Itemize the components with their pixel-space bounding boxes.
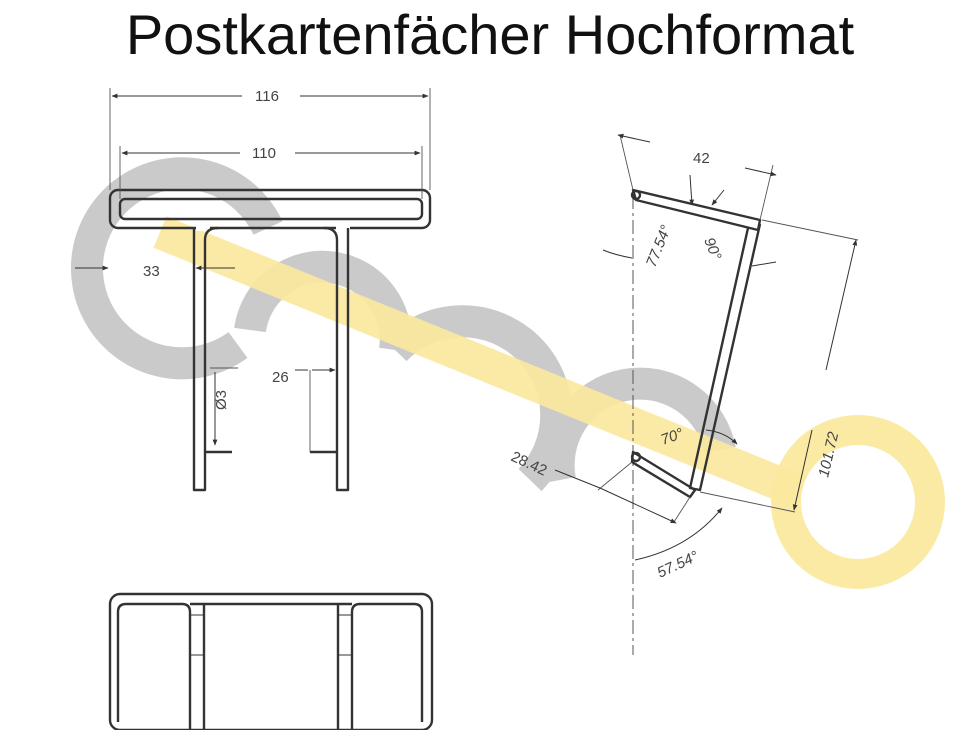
watermark-yellow-bar: [153, 216, 807, 508]
front-view: 116 110 33 26 Ø3: [75, 88, 432, 492]
dim-angle-bottom: 57.54°: [655, 548, 702, 582]
dim-angle-right: 90°: [700, 235, 724, 262]
leg-joint-mask: [196, 225, 210, 231]
dim-angle-inner: 70°: [659, 425, 686, 449]
foot-pivot-hole: [630, 451, 642, 463]
dim-leg-offset: 33: [143, 263, 160, 280]
dim-angle-top-left: 77.54°: [643, 223, 675, 270]
top-view: [108, 592, 434, 730]
watermark-logo: [70, 157, 945, 589]
dim-hole-diameter: Ø3: [213, 390, 230, 410]
leg-joint-mask-2: [336, 225, 350, 231]
left-leg: [192, 226, 219, 492]
dim-top-length: 42: [693, 150, 710, 167]
watermark-arc-1: [70, 157, 283, 380]
page-title: Postkartenfächer Hochformat: [125, 3, 855, 66]
dim-width-outer: 116: [255, 88, 279, 105]
dim-leg-gap: 26: [272, 369, 289, 386]
top-view-inner-left: [116, 602, 192, 730]
top-view-channel-left: [190, 602, 206, 730]
top-bar-inner: [118, 197, 424, 221]
dim-width-inner: 110: [252, 145, 276, 162]
top-bar-outer: [108, 188, 432, 230]
top-arm: [631, 188, 762, 232]
top-pivot-hole: [630, 189, 642, 201]
top-view-outer: [108, 592, 434, 730]
watermark-arc-4: [542, 367, 736, 483]
watermark-yellow-ring: [771, 415, 945, 589]
top-view-inner-right: [350, 602, 424, 730]
top-view-channel-right: [336, 602, 352, 730]
right-leg: [323, 226, 350, 492]
